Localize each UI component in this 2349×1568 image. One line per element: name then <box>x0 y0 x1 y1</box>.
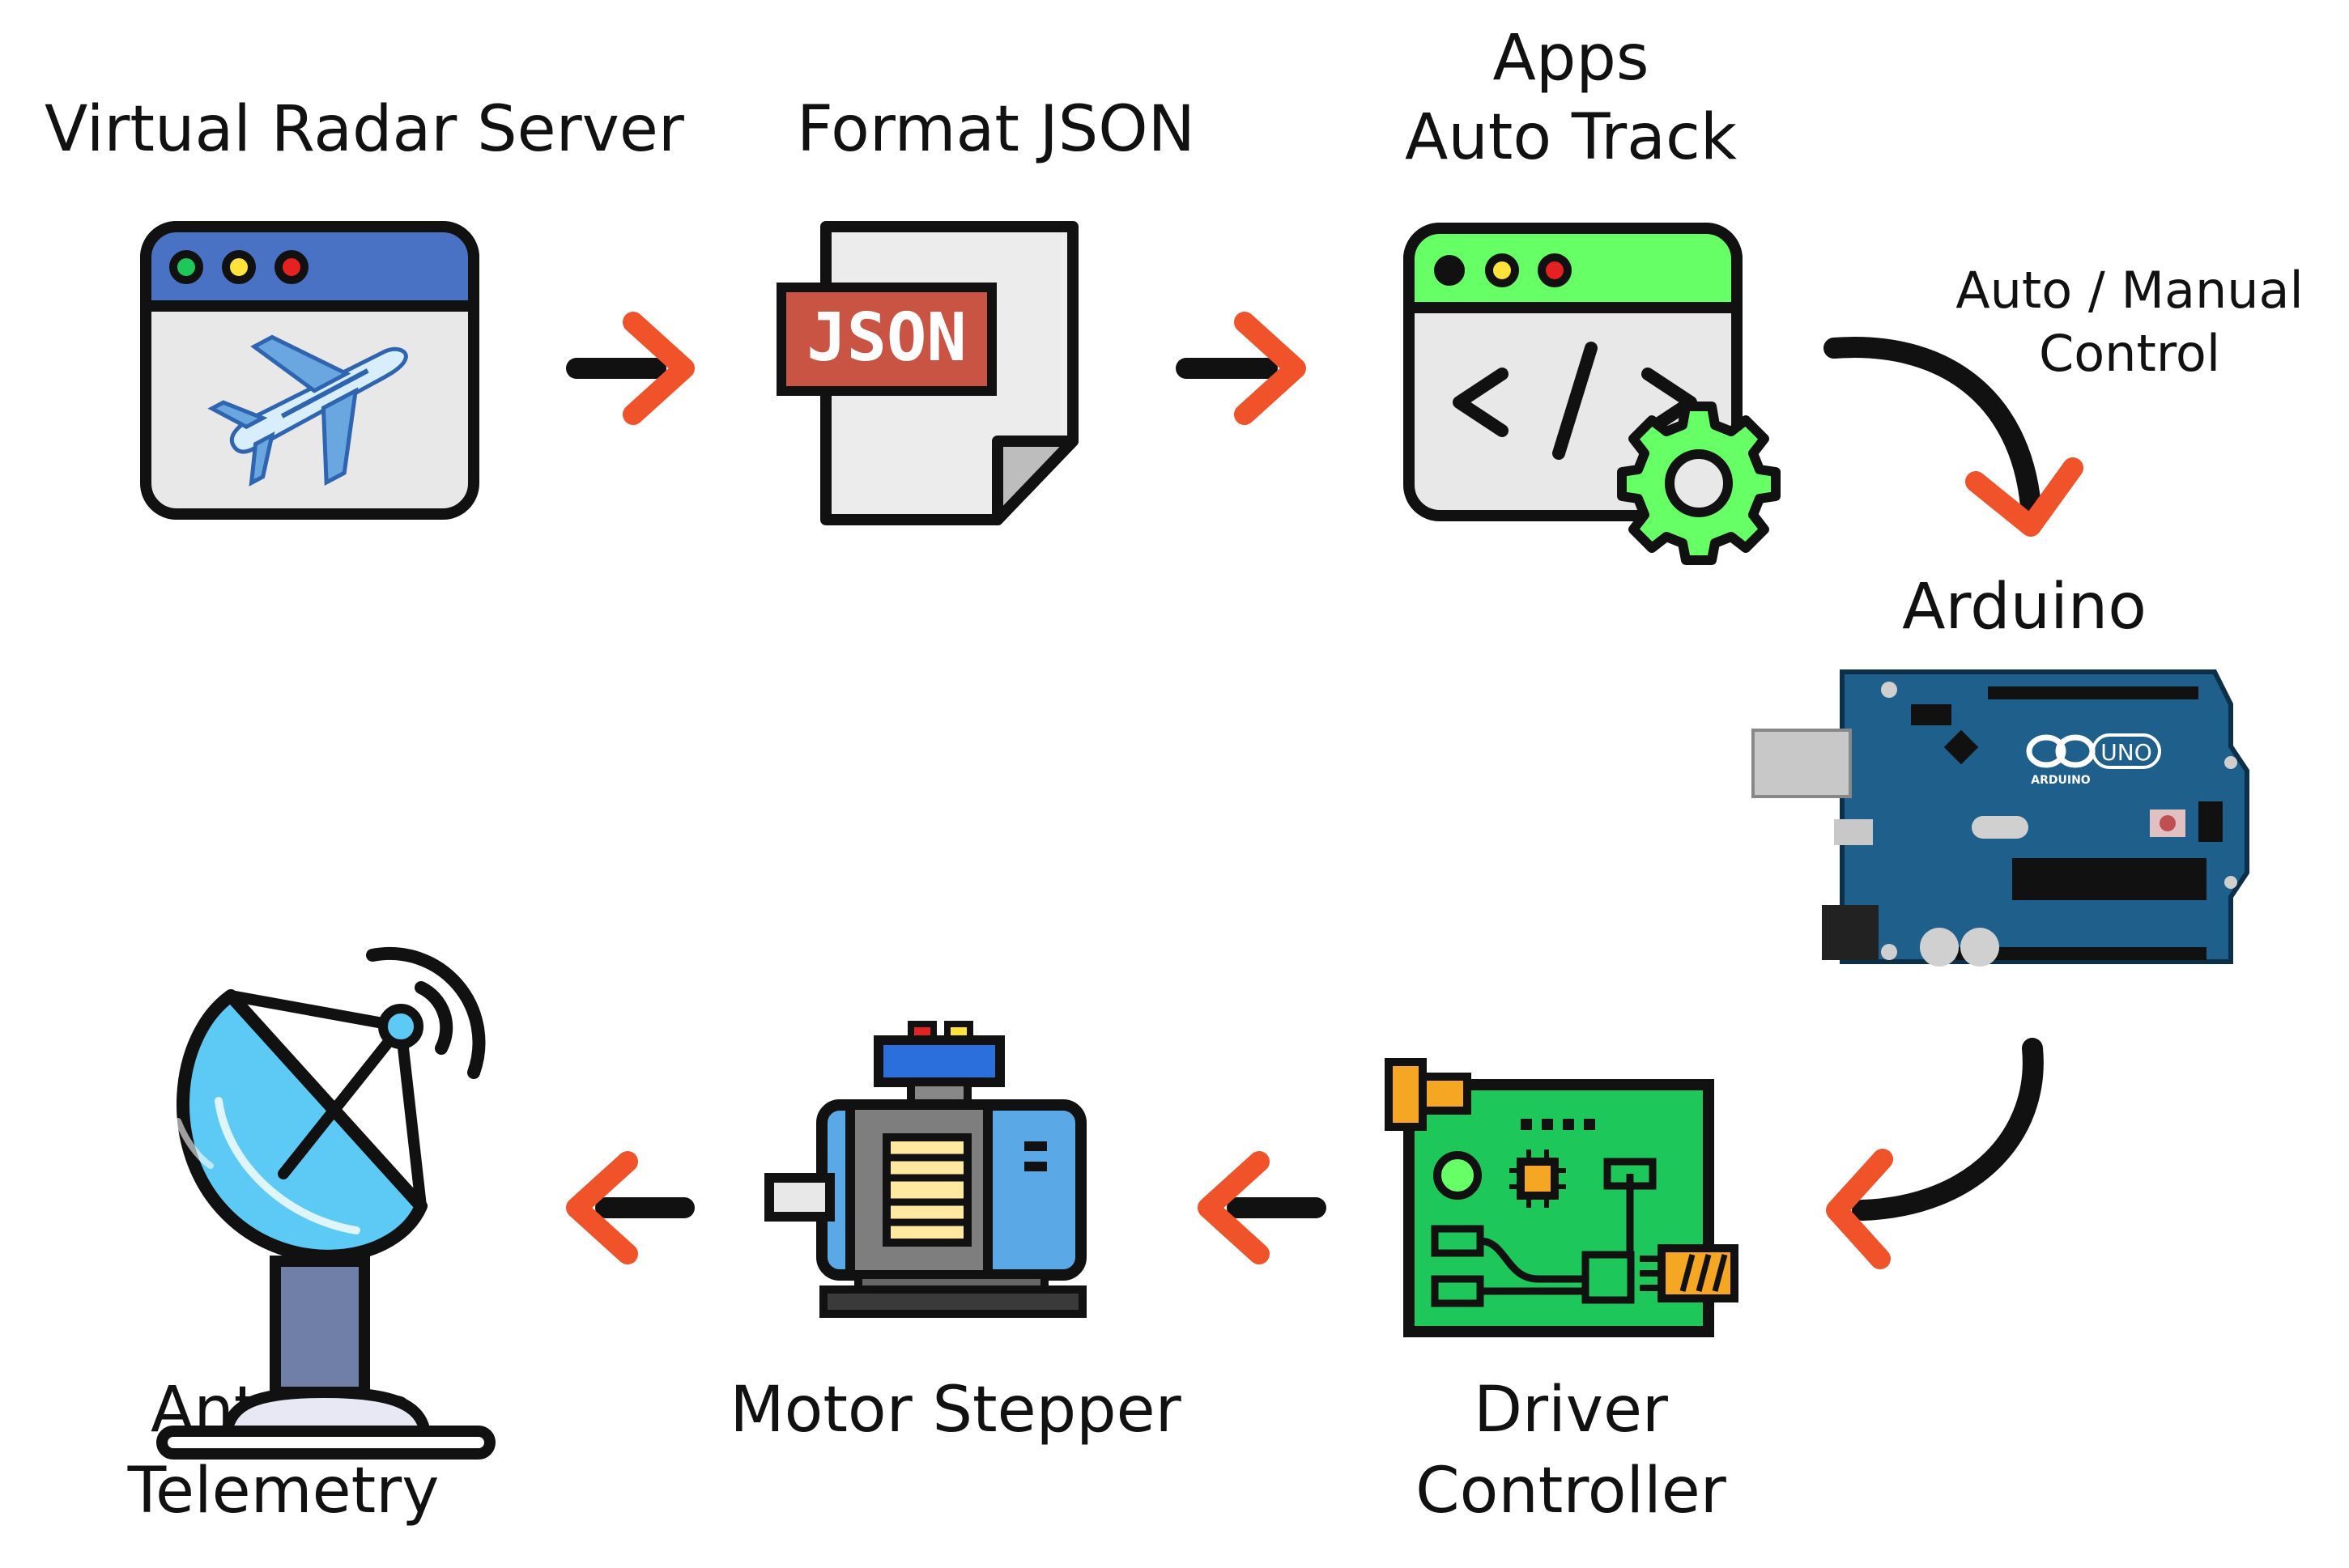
label-motor-stepper: Motor Stepper <box>730 1374 1181 1447</box>
airplane-icon <box>207 334 408 487</box>
label-controller: Controller <box>1415 1455 1726 1528</box>
stepper-motor-icon <box>764 1021 1087 1318</box>
json-badge-text: JSON <box>806 300 966 376</box>
label-telemetry: Telemetry <box>127 1455 440 1528</box>
label-control: Control <box>2038 324 2221 383</box>
label-virtual-radar-server: Virtual Radar Server <box>45 93 684 166</box>
code-window-gear-icon <box>1403 223 1781 565</box>
arduino-board-icon: UNO ARDUINO <box>1751 669 2249 967</box>
browser-airplane-icon <box>140 221 479 520</box>
label-apps: Apps <box>1492 22 1649 95</box>
arduino-brand-text: ARDUINO <box>2031 774 2091 787</box>
driver-board-icon <box>1385 1058 1738 1337</box>
gear-icon <box>1617 402 1781 565</box>
json-document-icon: JSON <box>777 221 1079 525</box>
arrow-left-1 <box>1198 1151 1326 1264</box>
label-auto-manual: Auto / Manual <box>1955 261 2304 320</box>
terminal-connector <box>1640 1244 1738 1302</box>
label-arduino: Arduino <box>1902 571 2147 644</box>
chip-icon <box>1509 1149 1566 1208</box>
label-driver: Driver <box>1473 1374 1669 1447</box>
arduino-logo: UNO ARDUINO <box>2026 733 2161 787</box>
arrow-right-2 <box>1176 312 1306 425</box>
uno-text: UNO <box>2100 739 2151 766</box>
arrow-left-2 <box>566 1151 695 1264</box>
label-format-json: Format JSON <box>797 93 1195 166</box>
arrow-curve-left <box>1826 1038 2044 1269</box>
arrow-right-1 <box>566 312 695 425</box>
satellite-dish-icon <box>156 946 496 1460</box>
arrow-curve-down <box>1823 337 2083 537</box>
label-auto-track: Auto Track <box>1405 101 1737 174</box>
